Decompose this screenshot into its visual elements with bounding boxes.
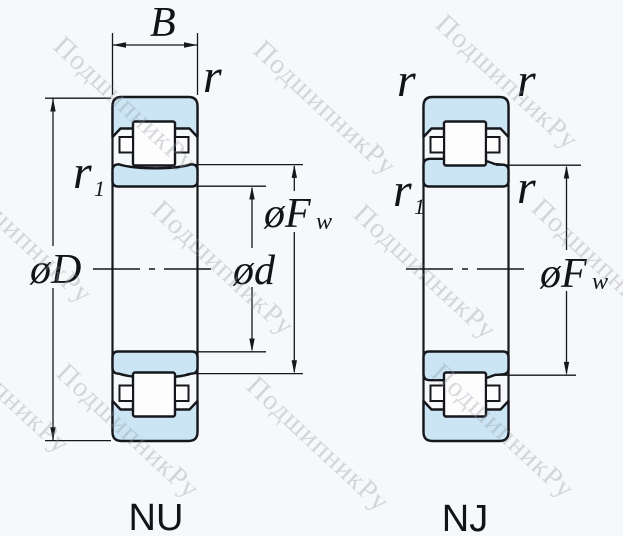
nj-cage-bar-top-right	[485, 136, 501, 154]
bore-arrow-up-icon	[249, 186, 255, 200]
nu-cage-bar-bottom-left	[118, 384, 134, 402]
dim-label-nj-corner-radius-left: r	[397, 54, 416, 107]
nj-cage-bar-bottom-right	[485, 384, 501, 402]
dim-label-bore-diameter: ød	[232, 248, 276, 294]
nj-bearing-view: r r r 1 r øF w NJ	[393, 54, 608, 536]
watermark-text: ПодшипникРу	[240, 370, 395, 518]
nj-cage-bar-bottom-left	[429, 384, 445, 402]
nu-bearing-view: B r r 1 øD ød øF w NU	[29, 0, 332, 536]
dim-label-width-b: B	[150, 0, 176, 46]
dim-label-nu-raceway-diameter: øF	[263, 191, 311, 237]
bearing-type-label-nj: NJ	[442, 498, 488, 536]
nj-roller-top	[442, 120, 488, 167]
nu-roller-bottom	[131, 371, 177, 418]
nj-raceway-arrow-down-icon	[563, 361, 570, 376]
watermark-text: ПодшипникРу	[347, 198, 502, 346]
dim-label-nj-inner-radius-r1: r	[393, 164, 412, 217]
od-arrow-up-icon	[50, 98, 56, 112]
b-arrow-right-icon	[184, 42, 198, 48]
dim-label-nj-corner-radius-right: r	[517, 54, 536, 107]
dim-label-nu-raceway-diameter-sub: w	[316, 209, 332, 235]
watermark-text: ПодшипникРу	[247, 34, 402, 182]
nu-raceway-arrow-up-icon	[291, 164, 297, 178]
nj-cage-bar-top-left	[429, 136, 445, 154]
bearing-type-label-nu: NU	[129, 497, 184, 536]
od-arrow-down-icon	[50, 427, 56, 441]
nu-cage-bar-top-left	[118, 136, 134, 154]
dim-label-nj-raceway-diameter: øF	[539, 251, 587, 297]
dim-label-nj-flange-radius: r	[517, 161, 536, 214]
nu-inner-ring-bottom-section	[111, 350, 199, 379]
nu-cage-bar-top-right	[174, 136, 190, 154]
dim-label-nj-raceway-diameter-sub: w	[592, 269, 608, 295]
bore-arrow-down-icon	[249, 338, 255, 352]
nu-raceway-arrow-down-icon	[291, 360, 297, 374]
dim-label-outer-diameter: øD	[29, 247, 81, 293]
nj-raceway-arrow-up-icon	[563, 165, 570, 179]
nu-cage-bar-bottom-right	[174, 384, 190, 402]
nu-inner-ring-top-section	[111, 163, 199, 188]
watermark-layer: ПодшипникРу ПодшипникРу ПодшипникРу Подш…	[0, 8, 623, 518]
dim-label-inner-radius-r1: r	[73, 146, 92, 199]
b-arrow-left-icon	[112, 42, 126, 48]
dim-label-nj-inner-radius-r1-sub: 1	[414, 194, 425, 219]
dim-label-inner-radius-r1-sub: 1	[94, 176, 105, 201]
dim-label-corner-radius-r: r	[203, 50, 222, 103]
